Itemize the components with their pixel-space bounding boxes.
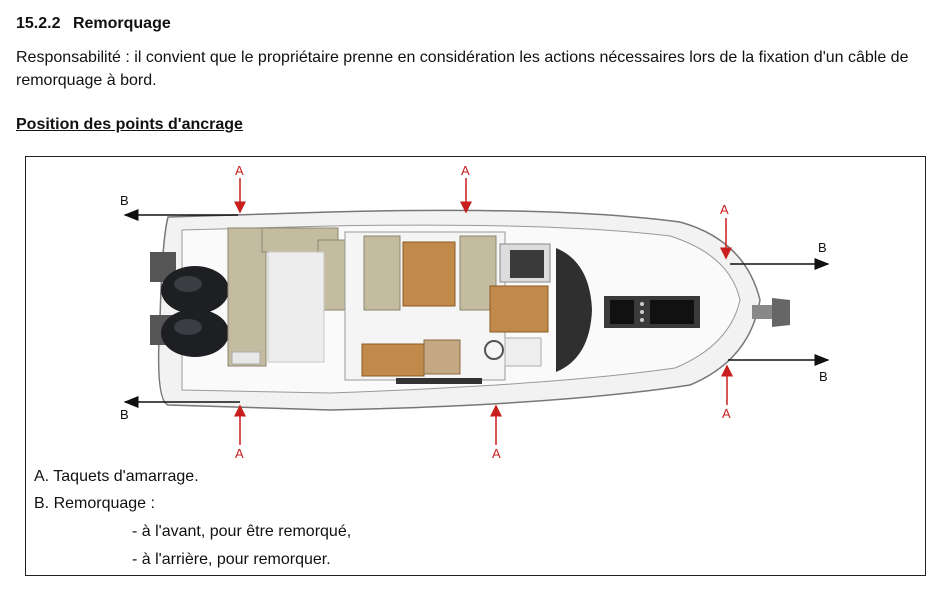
section-number: 15.2.2 [16,15,61,32]
section-heading: 15.2.2 Remorquage [16,15,171,33]
label-b-stern-port: B [120,193,129,208]
section-title: Remorquage [72,15,171,32]
label-a-stern-port: A [235,163,244,178]
anchor-points-heading: Position des points d'ancrage [16,116,243,133]
dinette [344,231,551,384]
label-a-stern-starboard: A [235,446,244,461]
label-a-mid-port: A [461,163,470,178]
legend-b: B. Remorquage : [34,495,155,512]
label-b-bow-port: B [818,240,827,255]
legend-a: A. Taquets d'amarrage. [34,468,199,485]
cleat-arrows [234,178,733,445]
outboard-motors [150,252,229,357]
foredeck [556,248,700,372]
label-a-mid-starboard: A [492,446,501,461]
tow-arrows [123,209,830,408]
legend-item-front: - à l'avant, pour être remorqué, [132,523,352,540]
label-a-bow-port: A [720,202,729,217]
label-b-stern-starboard: B [120,407,129,422]
intro-paragraph: Responsabilité : il convient que le prop… [16,49,909,89]
cockpit [227,227,347,367]
legend-item-rear: - à l'arrière, pour remorquer. [132,551,331,568]
figure-box [25,156,926,576]
label-a-bow-starboard: A [722,406,731,421]
label-b-bow-starboard: B [819,369,828,384]
